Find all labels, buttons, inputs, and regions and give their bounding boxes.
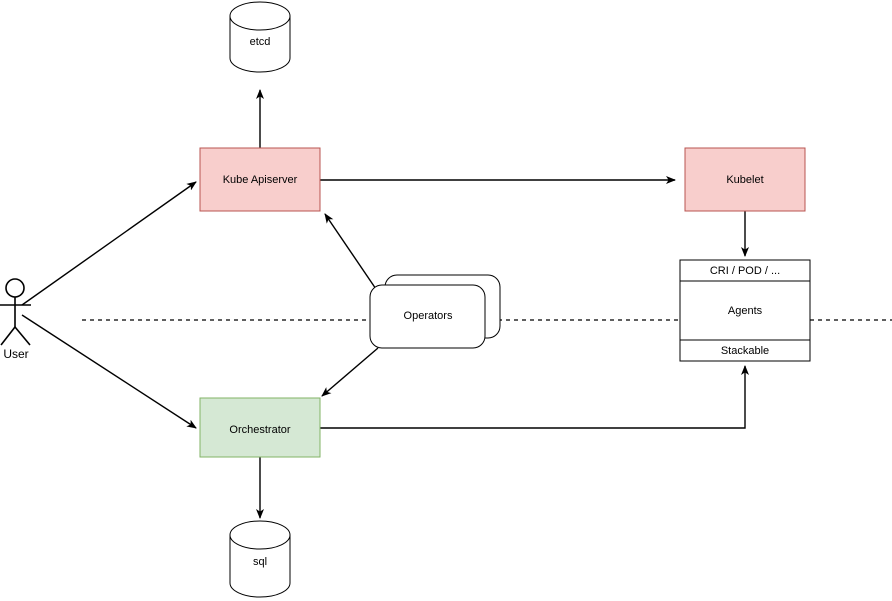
node-agents[interactable]: CRI / POD / ... Agents Stackable xyxy=(679,259,811,362)
node-kube-apiserver[interactable]: Kube Apiserver xyxy=(199,147,321,212)
kubelet-label: Kubelet xyxy=(726,174,763,186)
sql-label: sql xyxy=(253,556,267,568)
node-orchestrator[interactable]: Orchestrator xyxy=(199,397,321,458)
etcd-cylinder-body xyxy=(229,15,291,73)
user-label: User xyxy=(3,347,28,361)
edge-user-to-orchestrator xyxy=(21,314,197,429)
user-actor[interactable]: User xyxy=(0,278,31,361)
node-operators[interactable]: Operators xyxy=(369,274,501,349)
edge-user-to-apiserver xyxy=(21,181,197,306)
operators-front-card xyxy=(369,284,486,349)
agents-header-label: CRI / POD / ... xyxy=(710,265,780,277)
sql-cylinder-body xyxy=(229,534,291,598)
kube-apiserver-box xyxy=(199,147,321,212)
agents-body-label: Agents xyxy=(728,305,763,317)
agents-box xyxy=(679,259,811,362)
kube-apiserver-label: Kube Apiserver xyxy=(223,174,298,186)
orchestrator-box xyxy=(199,397,321,458)
orchestrator-label: Orchestrator xyxy=(229,424,290,436)
sql-cylinder-top xyxy=(229,520,291,550)
edge-operators-to-orchestrator xyxy=(321,347,379,397)
user-leg-left-line xyxy=(0,326,16,346)
edge-operators-to-apiserver xyxy=(324,213,379,293)
etcd-cylinder-top xyxy=(229,1,291,31)
edge-orchestrator-to-stackable xyxy=(320,365,749,429)
operators-label: Operators xyxy=(404,310,453,322)
kubelet-box xyxy=(684,147,806,212)
user-leg-right-line xyxy=(14,326,31,346)
agents-footer-label: Stackable xyxy=(721,345,769,357)
node-sql[interactable]: sql xyxy=(229,520,291,598)
node-kubelet[interactable]: Kubelet xyxy=(684,147,806,212)
etcd-label: etcd xyxy=(250,36,271,48)
node-etcd[interactable]: etcd xyxy=(229,1,291,73)
user-head-icon xyxy=(5,278,25,298)
